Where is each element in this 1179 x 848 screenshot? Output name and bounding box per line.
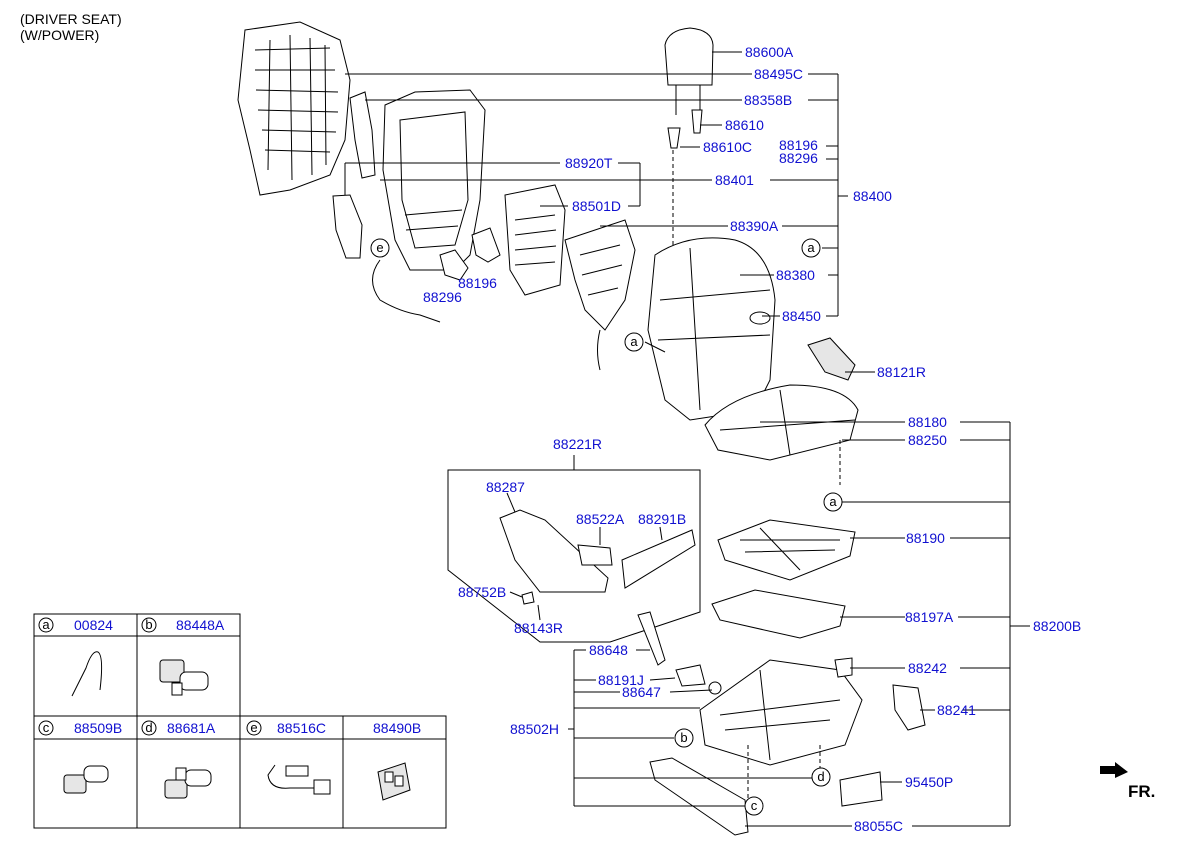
part-label-88401[interactable]: 88401 [715,172,754,188]
header-line-2: (W/POWER) [20,27,99,43]
part-label-88196-top[interactable]: 88196 [779,137,818,153]
headrest-guide-drawing [667,109,703,149]
part-label-88610[interactable]: 88610 [725,117,764,133]
side-pad-drawing [332,194,363,259]
header-line-1: (DRIVER SEAT) [20,11,122,27]
part-label-88291B[interactable]: 88291B [638,511,686,527]
back-heater-mat-drawing [564,219,636,371]
part-label-88920T[interactable]: 88920T [565,155,613,171]
part-label-88287[interactable]: 88287 [486,479,525,495]
part-label-88390A[interactable]: 88390A [730,218,779,234]
legend-key: e [250,720,257,735]
headrest-drawing [664,27,714,115]
part-label-88752B[interactable]: 88752B [458,584,506,600]
legend-cell-d[interactable]: d 88681A [141,720,216,799]
part-label-88296-top[interactable]: 88296 [779,150,818,166]
motor-icon [164,767,212,799]
callout-letter: a [630,334,638,349]
part-label-88121R[interactable]: 88121R [877,364,926,380]
harness-wire-drawing [372,259,441,323]
callout-letter: c [751,798,758,813]
harness-connector-icon [267,764,331,795]
legend-cell-e[interactable]: e 88516C [246,720,331,795]
callout-letter: a [829,494,837,509]
legend-key: c [43,720,50,735]
part-label-88196-bracket[interactable]: 88196 [458,275,497,291]
part-label-88191J[interactable]: 88191J [598,672,644,688]
part-label-95450P[interactable]: 95450P [905,774,953,790]
callout-letter: b [680,730,687,745]
part-label-88221R[interactable]: 88221R [553,436,602,452]
motor-icon [159,659,209,696]
lumbar-assembly-drawing [504,184,566,296]
callout-c: c [744,796,764,816]
part-label-88197A[interactable]: 88197A [905,609,954,625]
legend-cell-a[interactable]: a 00824 [38,617,113,697]
part-label-88242[interactable]: 88242 [908,660,947,676]
callout-a-back: a [801,238,821,258]
legend-part: 88681A [167,720,216,736]
legend-cell-c[interactable]: c 88509B [38,720,122,794]
legend-table: a 00824 b 88448A c 88509B [33,613,447,829]
part-label-88610C[interactable]: 88610C [703,139,752,155]
leader-lines [344,51,1030,827]
side-trim-drawing [349,91,376,179]
legend-part: 88448A [176,617,225,633]
part-label-88502H[interactable]: 88502H [510,721,559,737]
part-label-88296-bracket[interactable]: 88296 [423,289,462,305]
legend-part: 88490B [373,720,421,736]
legend-part: 88509B [74,720,122,736]
part-label-88055C[interactable]: 88055C [854,818,903,834]
part-label-88250[interactable]: 88250 [908,432,947,448]
front-arrow-icon [1100,762,1128,778]
seat-track-frame-drawing [637,611,926,836]
part-label-88380[interactable]: 88380 [776,267,815,283]
switch-icon [377,762,411,801]
cushion-heater-mat-drawing [717,519,856,581]
cushion-pad-drawing [711,589,846,639]
callout-a-cushion: a [823,492,843,512]
legend-cell-b[interactable]: b 88448A [141,617,225,696]
legend-cell-switch[interactable]: 88490B [373,720,421,801]
part-label-88647[interactable]: 88647 [622,684,661,700]
seatback-rear-cover-drawing [237,21,351,196]
front-label: FR. [1128,782,1155,801]
legend-part: 00824 [74,617,113,633]
part-label-88522A[interactable]: 88522A [576,511,625,527]
legend-key: d [145,720,152,735]
part-label-88200B[interactable]: 88200B [1033,618,1081,634]
part-label-88190[interactable]: 88190 [906,530,945,546]
legend-part: 88516C [277,720,326,736]
part-label-88180[interactable]: 88180 [908,414,947,430]
side-shield-drawing [807,337,856,381]
seatback-cushion-drawing [647,237,776,421]
legend-key: a [42,617,50,632]
callout-letter: e [376,240,383,255]
part-label-88450[interactable]: 88450 [782,308,821,324]
part-label-88495C[interactable]: 88495C [754,66,803,82]
part-label-88143R[interactable]: 88143R [514,620,563,636]
callout-letter: d [817,769,824,784]
front-direction-indicator: FR. [1100,762,1155,801]
part-label-88241[interactable]: 88241 [937,702,976,718]
side-cover-group-drawing [447,469,701,643]
part-label-88358B[interactable]: 88358B [744,92,792,108]
legend-key: b [145,617,152,632]
part-label-88400[interactable]: 88400 [853,188,892,204]
callout-a-frame: a [624,332,644,352]
callout-b: b [674,728,694,748]
wire-clip-icon [71,651,103,697]
bracket-drawing [439,227,501,281]
part-label-88501D[interactable]: 88501D [572,198,621,214]
callout-d: d [811,767,831,787]
part-label-88648[interactable]: 88648 [589,642,628,658]
part-label-88600A[interactable]: 88600A [745,44,794,60]
callout-e: e [370,238,390,258]
motor-icon [63,765,109,794]
callout-letter: a [807,240,815,255]
